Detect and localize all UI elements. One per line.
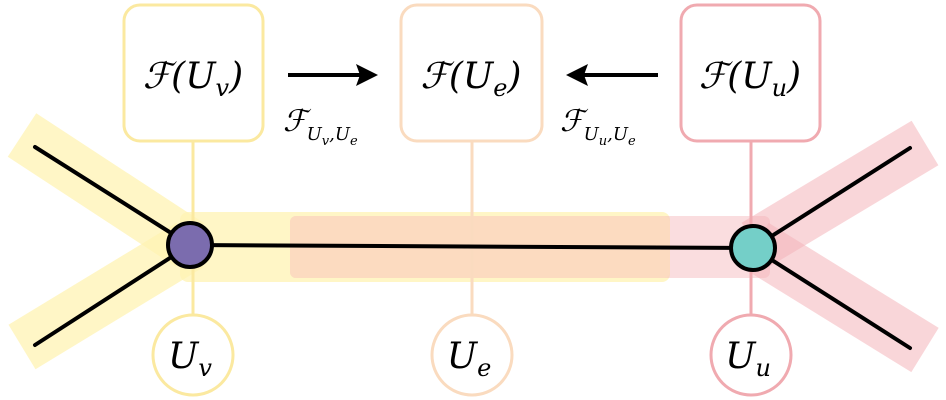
stalk-box-Fv-frame — [122, 3, 265, 143]
open-set-Ue: Ue — [430, 313, 514, 397]
open-set-Uv: Uv — [151, 313, 235, 397]
restriction-label-left: ℱUv,Ue — [283, 104, 358, 149]
arrowhead-right-icon — [356, 64, 378, 86]
open-set-Uu: Uu — [709, 313, 793, 397]
edge-u-lower — [751, 246, 912, 350]
edge-v-lower — [33, 243, 192, 347]
graph-edges — [33, 145, 912, 350]
stalk-box-Fu-frame — [679, 3, 822, 143]
open-label-Ue: Ue — [447, 336, 492, 382]
vertex-v — [166, 221, 214, 269]
stalk-box-Fe: ℱ(Ue) — [399, 3, 544, 143]
stalk-label-Fu: ℱ(Uu) — [699, 56, 801, 102]
restriction-label-right: ℱUu,Ue — [560, 104, 636, 149]
open-label-Uu: Uu — [725, 336, 771, 382]
stalk-box-Fe-frame — [399, 3, 544, 143]
highlight-u-lower-leg — [741, 222, 939, 373]
stalk-label-Fe: ℱ(Ue) — [421, 56, 522, 102]
edge-e — [188, 243, 755, 250]
open-set-Uu-circle — [709, 313, 793, 397]
arrowhead-left-icon — [566, 64, 588, 86]
open-set-Uv-circle — [151, 313, 235, 397]
open-set-Ue-circle — [430, 313, 514, 397]
edge-v-upper — [33, 145, 192, 247]
vertex-u — [729, 224, 777, 272]
arrow-left-restriction — [288, 64, 378, 86]
stalk-label-Fv: ℱ(Uv) — [143, 56, 243, 102]
edge-u-upper — [751, 146, 912, 250]
open-label-Uv: Uv — [168, 336, 212, 382]
stalk-box-Fv: ℱ(Uv) — [122, 3, 265, 143]
arrow-right-restriction — [566, 64, 658, 86]
stalk-box-Fu: ℱ(Uu) — [679, 3, 822, 143]
